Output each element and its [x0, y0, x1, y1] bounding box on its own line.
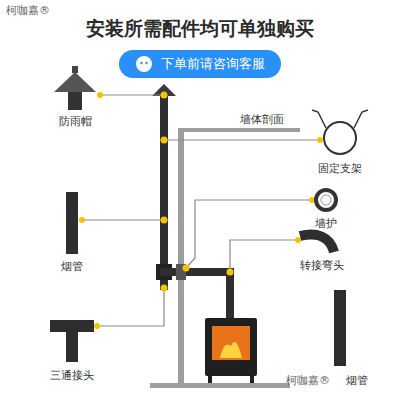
chat-icon — [135, 55, 153, 73]
consult-button: 下单前请咨询客服 — [119, 50, 281, 78]
leader-lines — [82, 95, 320, 326]
watermark: 柯咖嘉® — [286, 373, 330, 388]
part-label: 墙体剖面 — [240, 112, 284, 127]
button-text: 下单前请咨询客服 — [161, 55, 265, 73]
pipe-icon — [66, 192, 78, 254]
part-label: 烟管 — [61, 259, 83, 274]
pipe-icon — [334, 290, 346, 366]
part-label: 转接弯头 — [300, 258, 344, 273]
part-label: 三通接头 — [50, 368, 94, 383]
stove — [205, 318, 257, 376]
ceiling — [178, 128, 300, 132]
tee-icon — [50, 320, 94, 362]
wall — [178, 128, 184, 383]
stove-leg — [250, 376, 254, 383]
part-label: 防雨帽 — [59, 114, 92, 129]
horizontal-pipe — [160, 268, 234, 276]
stove-leg — [208, 376, 212, 383]
stove-pipe — [226, 268, 234, 318]
stove-fire — [212, 326, 250, 360]
part-label: 烟管 — [346, 373, 368, 388]
watermark: 柯咖嘉® — [6, 3, 50, 18]
wall-guard-icon — [316, 190, 336, 210]
part-label: 固定支架 — [318, 161, 362, 176]
bracket-icon — [312, 110, 368, 154]
marker-dots — [79, 92, 323, 330]
flame — [220, 342, 242, 358]
part-label: 墙护 — [315, 216, 337, 231]
vertical-pipe — [160, 95, 168, 290]
page-title: 安装所需配件均可单独购买 — [86, 16, 314, 42]
rain-cap-icon — [54, 66, 96, 110]
floor — [150, 383, 290, 388]
elbow-icon — [300, 235, 334, 252]
